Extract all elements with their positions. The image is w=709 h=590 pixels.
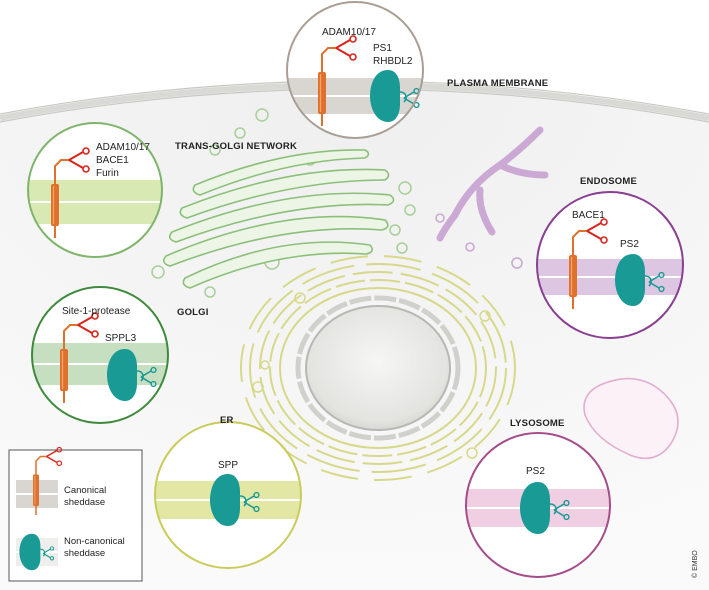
- zoom-lysosome: PS2: [465, 432, 611, 578]
- zoom-er: SPP: [154, 421, 302, 569]
- endoplasmic-reticulum: [240, 255, 516, 481]
- label-endosome: ENDOSOME: [580, 176, 637, 187]
- legend-noncanonical-line1: Non-canonical: [64, 536, 125, 547]
- lyso-protease-ps2: PS2: [526, 466, 545, 477]
- legend-canonical-line2: sheddase: [64, 497, 105, 508]
- zoom-golgi: Site-1-protease SPPL3: [31, 286, 169, 424]
- credit-text: © EMBO: [691, 550, 699, 578]
- label-er: ER: [220, 415, 234, 426]
- legend-noncanonical-line2: sheddase: [64, 548, 105, 559]
- endo-protease-bace1: BACE1: [572, 210, 605, 221]
- label-plasma-membrane: PLASMA MEMBRANE: [447, 78, 548, 89]
- pm-protease-ps1: PS1: [373, 43, 392, 54]
- label-lysosome: LYSOSOME: [510, 418, 565, 429]
- tgn-protease-furin: Furin: [96, 168, 119, 179]
- golgi-protease-s1p: Site-1-protease: [62, 306, 131, 317]
- label-golgi: GOLGI: [177, 307, 209, 318]
- tgn-protease-adam: ADAM10/17: [96, 142, 150, 153]
- endosome-tubules: [436, 126, 549, 242]
- trans-golgi-vesicles: [151, 108, 416, 298]
- endo-protease-ps2: PS2: [620, 239, 639, 250]
- zoom-plasma-membrane: ADAM10/17 PS1 RHBDL2: [286, 1, 424, 139]
- label-trans-golgi: TRANS-GOLGI NETWORK: [175, 141, 297, 152]
- er-protease-spp: SPP: [218, 460, 238, 471]
- golgi-stack: [162, 149, 395, 289]
- lysosome-organelle: [583, 377, 679, 460]
- zoom-endosome: BACE1 PS2: [536, 191, 684, 339]
- tgn-protease-bace1: BACE1: [96, 155, 129, 166]
- nucleus: [305, 305, 451, 431]
- zoom-trans-golgi: ADAM10/17 BACE1 Furin: [27, 122, 163, 258]
- legend: Canonical sheddase Non-canonical sheddas…: [8, 448, 143, 582]
- pm-protease-rhbdl2: RHBDL2: [373, 56, 413, 67]
- legend-canonical-line1: Canonical: [64, 485, 106, 496]
- pm-protease-adam: ADAM10/17: [322, 27, 376, 38]
- golgi-protease-sppl3: SPPL3: [105, 333, 137, 344]
